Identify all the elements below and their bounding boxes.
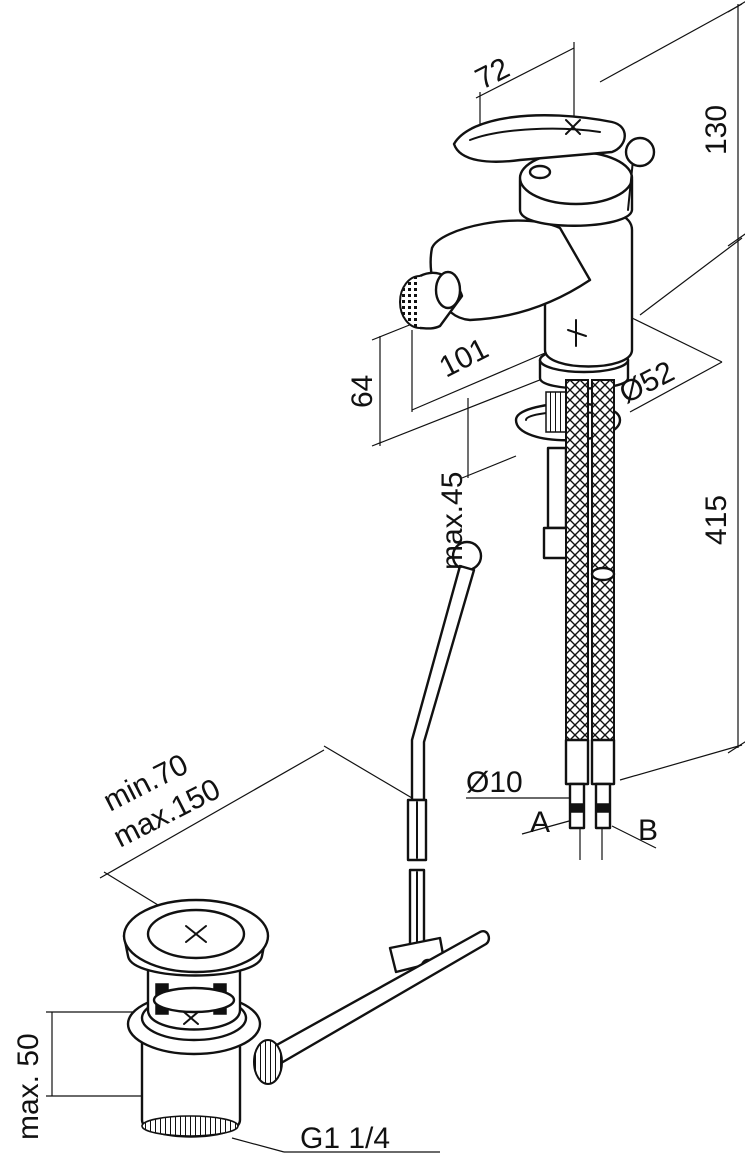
dim-spout-reach: 101: [434, 332, 494, 384]
dim-waste-height: max. 50: [12, 1033, 45, 1140]
dim-hose-diameter: Ø10: [466, 766, 523, 799]
dim-deck-thickness: max.45: [436, 472, 469, 570]
dim-spout-height: 64: [346, 375, 379, 408]
dim-waste-thread: G1 1/4: [300, 1122, 390, 1155]
connection-label-b: B: [638, 814, 658, 847]
mixer-body: [399, 114, 656, 560]
popup-rod: [388, 540, 483, 974]
dim-hose-length: 415: [700, 495, 733, 545]
flex-hoses: [564, 379, 616, 830]
dim-mixer-height: 130: [700, 105, 733, 155]
waste-valve: [122, 898, 491, 1138]
dim-handle-width: 72: [470, 52, 515, 97]
connection-label-a: A: [530, 806, 550, 839]
